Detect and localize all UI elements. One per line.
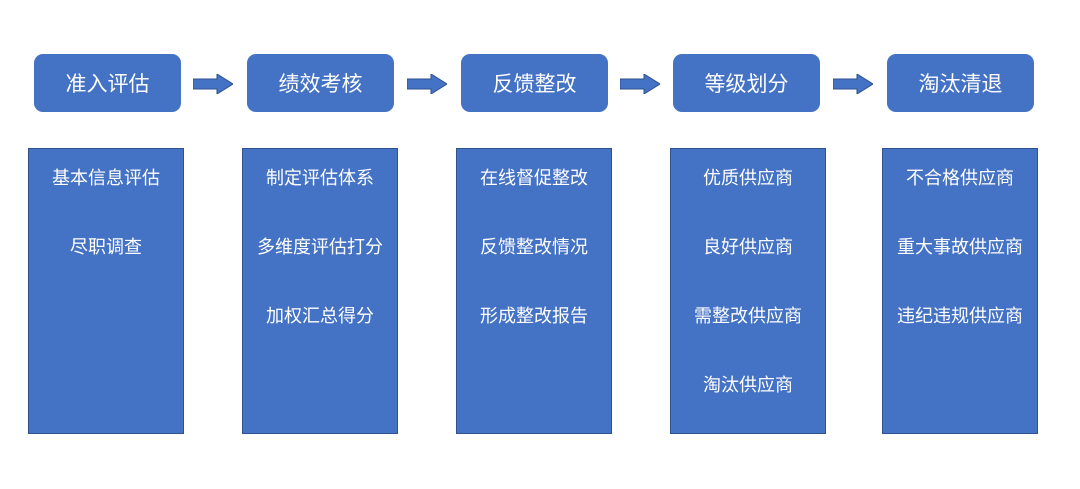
detail-column-5: 不合格供应商 重大事故供应商 违纪违规供应商 — [882, 148, 1038, 434]
stage-label: 绩效考核 — [278, 72, 363, 96]
detail-item: 多维度评估打分 — [257, 237, 383, 258]
stage-label: 淘汰清退 — [918, 72, 1003, 96]
detail-item: 良好供应商 — [703, 237, 793, 258]
detail-item: 反馈整改情况 — [480, 237, 588, 258]
stage-box-2: 绩效考核 — [247, 54, 394, 112]
detail-item: 制定评估体系 — [266, 168, 374, 189]
detail-item: 违纪违规供应商 — [897, 306, 1023, 327]
detail-column-3: 在线督促整改 反馈整改情况 形成整改报告 — [456, 148, 612, 434]
stage-box-1: 准入评估 — [34, 54, 181, 112]
detail-column-1: 基本信息评估 尽职调查 — [28, 148, 184, 434]
detail-item: 基本信息评估 — [52, 168, 160, 189]
detail-item: 重大事故供应商 — [897, 237, 1023, 258]
stage-label: 反馈整改 — [492, 72, 577, 96]
right-arrow-icon — [193, 74, 233, 94]
stage-box-3: 反馈整改 — [461, 54, 608, 112]
stage-label: 准入评估 — [65, 72, 150, 96]
detail-item: 优质供应商 — [703, 168, 793, 189]
stage-box-4: 等级划分 — [673, 54, 820, 112]
detail-column-4: 优质供应商 良好供应商 需整改供应商 淘汰供应商 — [670, 148, 826, 434]
right-arrow-icon — [833, 74, 873, 94]
detail-item: 需整改供应商 — [694, 306, 802, 327]
detail-column-2: 制定评估体系 多维度评估打分 加权汇总得分 — [242, 148, 398, 434]
detail-item: 在线督促整改 — [480, 168, 588, 189]
stage-label: 等级划分 — [704, 72, 789, 96]
detail-item: 不合格供应商 — [906, 168, 1014, 189]
stage-box-5: 淘汰清退 — [887, 54, 1034, 112]
right-arrow-icon — [620, 74, 660, 94]
detail-item: 加权汇总得分 — [266, 306, 374, 327]
detail-item: 尽职调查 — [70, 237, 142, 258]
detail-item: 淘汰供应商 — [703, 375, 793, 396]
right-arrow-icon — [407, 74, 447, 94]
detail-item: 形成整改报告 — [480, 306, 588, 327]
